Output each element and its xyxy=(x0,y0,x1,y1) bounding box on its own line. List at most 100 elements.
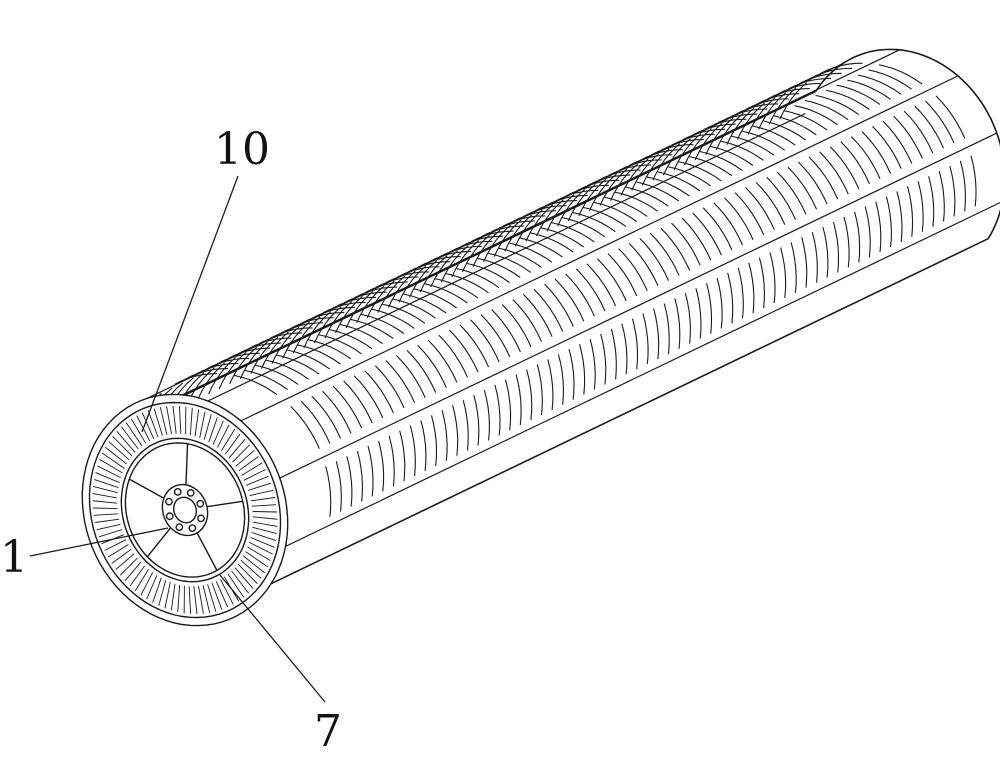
body-top-edge xyxy=(99,91,816,436)
slot xyxy=(640,238,669,280)
slot xyxy=(432,415,437,466)
band-line-5 xyxy=(286,201,1000,546)
slot xyxy=(823,227,828,278)
slot xyxy=(495,385,500,436)
slot xyxy=(661,228,690,270)
slot xyxy=(883,121,912,163)
slot xyxy=(463,400,468,450)
slot xyxy=(428,340,457,382)
end-cap xyxy=(82,394,287,625)
slot xyxy=(675,298,680,348)
slot xyxy=(650,233,679,275)
slot xyxy=(633,319,638,370)
slot xyxy=(724,198,753,240)
slot xyxy=(696,288,701,338)
slot xyxy=(865,207,870,258)
slot xyxy=(886,197,891,247)
slot xyxy=(918,181,923,232)
slot xyxy=(347,456,352,506)
reference-label-10: 10 xyxy=(214,128,270,172)
slot xyxy=(756,182,785,224)
slot xyxy=(664,304,669,354)
slot xyxy=(629,244,658,286)
slot xyxy=(566,274,595,316)
slot xyxy=(622,324,627,375)
slot xyxy=(453,405,458,455)
slot xyxy=(506,380,511,431)
slot xyxy=(312,396,341,438)
slot xyxy=(735,193,764,235)
slot xyxy=(770,253,775,303)
slot xyxy=(301,401,330,443)
slot xyxy=(728,273,733,324)
slot xyxy=(915,106,944,148)
slot xyxy=(548,359,553,410)
slot xyxy=(418,345,447,387)
slot xyxy=(555,279,584,321)
slot xyxy=(672,223,701,265)
slot xyxy=(908,186,913,236)
slot xyxy=(830,147,859,189)
slot xyxy=(523,294,552,336)
slot xyxy=(654,309,659,360)
slot xyxy=(788,167,817,209)
slot xyxy=(685,293,690,343)
slot xyxy=(545,284,574,326)
slot xyxy=(471,320,500,362)
slot xyxy=(936,96,965,138)
slot xyxy=(407,350,436,392)
slot xyxy=(802,237,807,287)
slot xyxy=(400,431,405,482)
slot xyxy=(481,315,510,357)
slot xyxy=(474,395,479,445)
slot xyxy=(707,283,712,334)
slot xyxy=(862,132,891,174)
slot xyxy=(527,370,532,421)
slot xyxy=(841,142,870,184)
slot xyxy=(717,278,722,329)
slot xyxy=(442,410,447,461)
slot xyxy=(513,300,542,342)
slot xyxy=(781,248,786,298)
slot xyxy=(516,375,521,426)
slot xyxy=(534,289,563,331)
slot xyxy=(777,172,806,214)
slot xyxy=(812,232,817,283)
slot xyxy=(820,152,849,194)
slot xyxy=(619,249,648,291)
slot xyxy=(322,391,351,433)
slot xyxy=(379,441,384,492)
slot xyxy=(809,157,838,199)
slot xyxy=(759,258,764,309)
slot xyxy=(939,171,944,222)
slot xyxy=(844,217,849,268)
slot xyxy=(484,390,489,440)
slot xyxy=(375,366,404,408)
slot xyxy=(389,436,394,487)
slot xyxy=(597,259,626,301)
slot xyxy=(576,269,605,311)
slot xyxy=(894,116,923,158)
slot xyxy=(537,365,542,416)
slot xyxy=(855,212,860,262)
slot xyxy=(693,213,722,255)
slot xyxy=(611,329,616,380)
end-face-outer xyxy=(82,394,287,625)
slot xyxy=(587,264,616,306)
slot xyxy=(558,354,563,404)
slot xyxy=(746,188,775,230)
leader-line-7 xyxy=(220,575,325,702)
slot xyxy=(876,202,881,253)
slot xyxy=(714,203,743,245)
slot xyxy=(291,406,320,448)
slot xyxy=(365,371,394,413)
slot xyxy=(643,314,648,365)
slot xyxy=(834,222,839,273)
slot xyxy=(791,242,796,292)
slot xyxy=(767,177,796,219)
slot xyxy=(971,156,976,207)
slot xyxy=(460,325,489,367)
slot xyxy=(904,111,933,153)
